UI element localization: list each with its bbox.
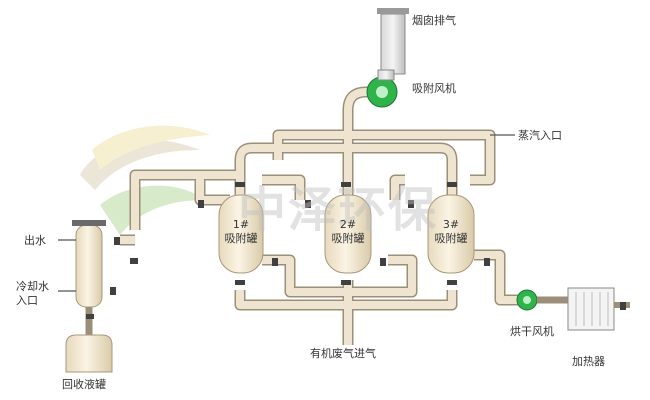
- vessel-1: [218, 194, 264, 274]
- vessel-1-num: 1#: [232, 218, 250, 231]
- label-cool-water-in-2: 入口: [16, 294, 38, 307]
- heater: [567, 287, 630, 331]
- watermark-logo-icon: [80, 125, 210, 235]
- label-recovery-tank: 回收液罐: [62, 378, 106, 391]
- label-chimney: 烟囱排气: [412, 14, 456, 27]
- chimney: [377, 8, 409, 75]
- label-adsorb-fan: 吸附风机: [412, 82, 456, 95]
- condenser-column: [72, 220, 106, 335]
- vessel-2-label: 2# 吸附罐: [325, 218, 371, 246]
- label-heater: 加热器: [572, 355, 605, 368]
- water-stubs: [58, 239, 76, 292]
- dry-fan-icon: [516, 289, 568, 311]
- vessel-1-name: 吸附罐: [224, 231, 258, 245]
- label-gas-in: 有机废气进气: [310, 347, 376, 360]
- vessel-1-label: 1# 吸附罐: [219, 218, 263, 246]
- recovery-tank: [65, 334, 113, 373]
- label-steam-inlet: 蒸汽入口: [518, 129, 562, 142]
- adsorb-fan-icon: [366, 69, 398, 108]
- vessel-3-num: 3#: [442, 218, 460, 231]
- vessel-2-name: 吸附罐: [331, 231, 365, 245]
- label-cool-water-in-1: 冷却水: [16, 280, 49, 293]
- vessel-2: [324, 194, 372, 274]
- pipe-network: [120, 88, 520, 345]
- label-water-out: 出水: [24, 234, 46, 247]
- vessel-3-label: 3# 吸附罐: [428, 218, 474, 246]
- watermark-text: 中泽环保: [238, 182, 439, 238]
- vessel-2-num: 2#: [339, 218, 357, 231]
- vessel-3: [427, 194, 475, 274]
- valve-group-icon: [86, 182, 626, 319]
- label-dry-fan: 烘干风机: [510, 325, 554, 338]
- vessel-3-name: 吸附罐: [434, 231, 468, 245]
